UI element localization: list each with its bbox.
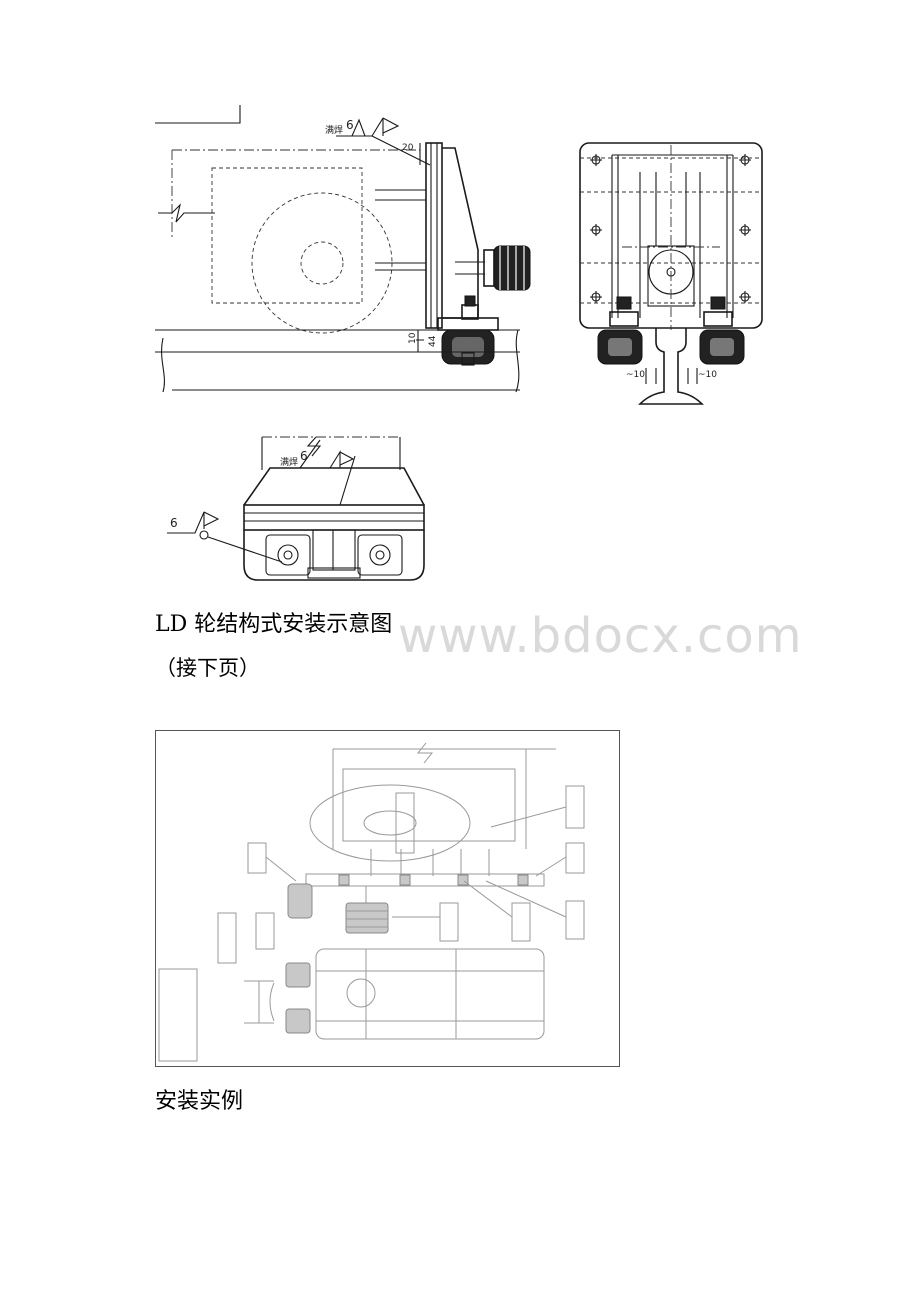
dim-approx-left: ~10 xyxy=(626,370,645,380)
dim-approx-right: ~10 xyxy=(698,370,717,380)
weld-size-angle: 20 xyxy=(402,143,414,153)
weld-size-3: 6 xyxy=(170,516,178,530)
installation-example-image xyxy=(155,730,620,1067)
figure1-caption: LD 轮结构式安装示意图 xyxy=(155,612,393,637)
continued-note: （接下页） xyxy=(155,656,260,680)
weld-label-2: 满焊 xyxy=(280,456,298,468)
weld-label-1: 满焊 xyxy=(325,124,343,136)
weld-size-1: 6 xyxy=(346,118,354,132)
figure2-caption: 安装实例 xyxy=(155,1089,244,1114)
watermark: www.bdocx.com xyxy=(398,608,803,664)
dim-44-label: 44 xyxy=(428,335,438,347)
weld-size-2: 6 xyxy=(300,449,308,463)
installation-example-drawing xyxy=(158,742,585,1062)
dim-10-label: 10 xyxy=(408,332,418,344)
